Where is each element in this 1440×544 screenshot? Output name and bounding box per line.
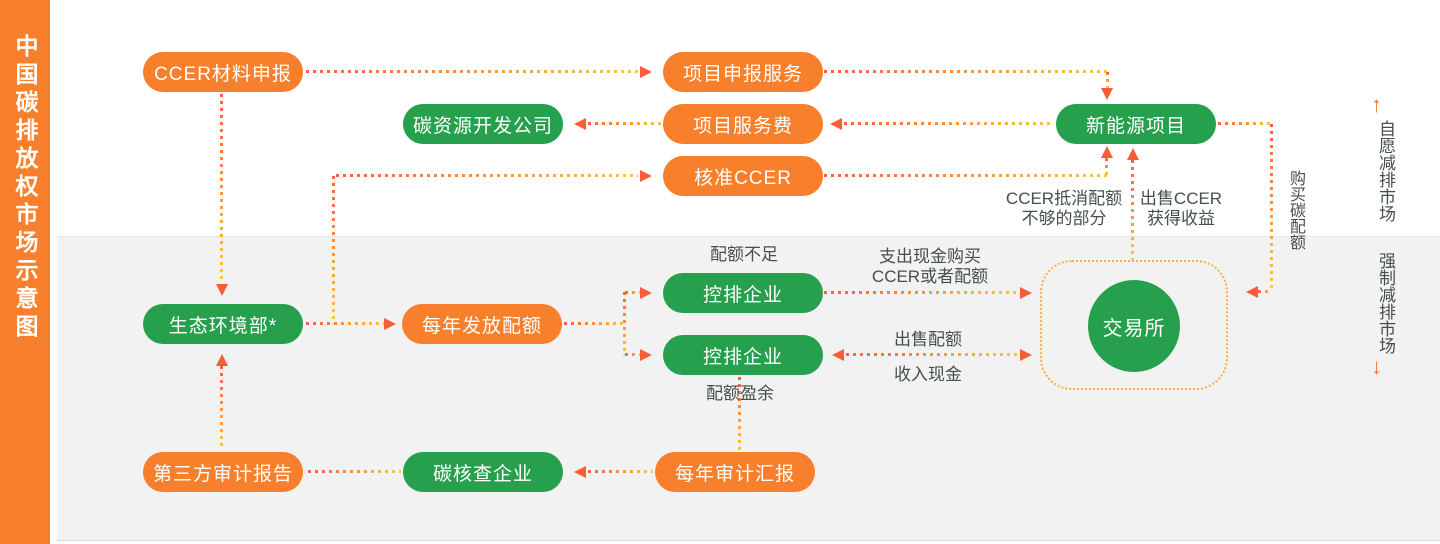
diagram-title: 中国碳排放权市场示意图 (12, 34, 38, 342)
label-sell-ccer-line1: 出售CCER (1139, 189, 1223, 208)
arrowhead (216, 354, 228, 366)
label-mandatory-market: 强制减排市场 (1376, 252, 1395, 354)
label-ccer-offset-line1: CCER抵消配额 (1005, 189, 1123, 208)
up-arrow-icon: ↑ (1371, 92, 1382, 117)
label-income-cash: 收入现金 (894, 365, 962, 384)
edge-newenergy-to-exchange (1218, 122, 1273, 125)
arrowhead (830, 118, 842, 130)
arrowhead (640, 349, 652, 361)
label-sell-ccer: 出售CCER 获得收益 (1140, 189, 1222, 229)
edge-moee-to-approvedccer (332, 176, 335, 324)
node-ccer-material: CCER材料申报 (143, 52, 303, 92)
edge-material-to-apply (306, 70, 638, 73)
edge-newenergy-to-fee (844, 122, 1054, 125)
label-voluntary-market: 自愿减排市场 (1376, 120, 1395, 222)
edge-audit-to-verifier (588, 470, 653, 473)
node-approved-ccer: 核准CCER (663, 156, 823, 196)
node-exchange: 交易所 (1088, 280, 1180, 372)
edge-enterprise1-to-exchange (824, 291, 1020, 294)
edge-apply-to-newenergy (1106, 72, 1109, 88)
arrowhead (1101, 88, 1113, 100)
label-ccer-offset: CCER抵消配额 不够的部分 (1006, 189, 1122, 229)
edge-apply-to-newenergy (824, 70, 1109, 73)
edge-fee-to-carbondev (588, 122, 661, 125)
node-carbon-verifier: 碳核查企业 (403, 452, 563, 492)
arrowhead (1020, 349, 1032, 361)
edge-exchange-to-newenergy (1131, 160, 1134, 260)
node-annual-quota: 每年发放配额 (402, 304, 562, 344)
down-arrow-icon: ↓ (1371, 354, 1382, 379)
label-sell-ccer-line2: 获得收益 (1146, 209, 1215, 228)
arrowhead (216, 284, 228, 296)
arrowhead (640, 287, 652, 299)
node-annual-audit: 每年审计汇报 (655, 452, 815, 492)
edge-quota-to-enterprise1 (625, 291, 640, 294)
exchange-dotted-box (1040, 260, 1228, 390)
label-quota-short: 配额不足 (710, 245, 778, 264)
edge-material-to-moee (220, 94, 223, 282)
edge-enterprise2-to-audit (738, 377, 741, 450)
node-enterprise-surplus: 控排企业 (663, 335, 823, 375)
edge-newenergy-to-exchange (1270, 124, 1273, 291)
arrowhead (384, 318, 396, 330)
edge-enterprise2-exchange-bidir (846, 353, 1018, 356)
sidebar: 中国碳排放权市场示意图 (0, 0, 50, 544)
arrowhead (1020, 287, 1032, 299)
label-sell-quota: 出售配额 (894, 330, 962, 349)
arrowhead (640, 170, 652, 182)
edge-report-to-moee (220, 366, 223, 450)
node-enterprise-short: 控排企业 (663, 273, 823, 313)
arrowhead (640, 66, 652, 78)
label-pay-cash-line1: 支出现金购买 (878, 247, 981, 266)
node-third-party-report: 第三方审计报告 (143, 452, 303, 492)
arrowhead (574, 118, 586, 130)
edge-approvedccer-to-newenergy (1105, 158, 1108, 176)
label-buy-quota: 购买碳配额 (1287, 170, 1304, 250)
node-carbon-dev-company: 碳资源开发公司 (403, 104, 563, 144)
arrowhead (1127, 148, 1139, 160)
edge-newenergy-to-exchange (1258, 290, 1272, 293)
edge-quota-to-enterprises (623, 292, 626, 356)
node-project-apply: 项目申报服务 (663, 52, 823, 92)
arrowhead (1246, 286, 1258, 298)
label-ccer-offset-line2: 不够的部分 (1021, 209, 1107, 228)
label-pay-cash: 支出现金购买 CCER或者配额 (872, 247, 988, 287)
edge-moee-to-approvedccer (336, 174, 638, 177)
edge-moee-to-quota (306, 322, 384, 325)
arrowhead (832, 349, 844, 361)
label-pay-cash-line2: CCER或者配额 (871, 267, 989, 286)
node-moee: 生态环境部* (143, 304, 303, 344)
edge-quota-to-enterprises (564, 322, 626, 325)
edge-verifier-to-report (308, 470, 401, 473)
edge-approvedccer-to-newenergy (824, 174, 1107, 177)
node-project-fee: 项目服务费 (663, 104, 823, 144)
node-new-energy: 新能源项目 (1056, 104, 1216, 144)
arrowhead (574, 466, 586, 478)
arrowhead (1101, 146, 1113, 158)
label-quota-surplus: 配额盈余 (706, 384, 774, 403)
edge-quota-to-enterprise2 (625, 353, 640, 356)
